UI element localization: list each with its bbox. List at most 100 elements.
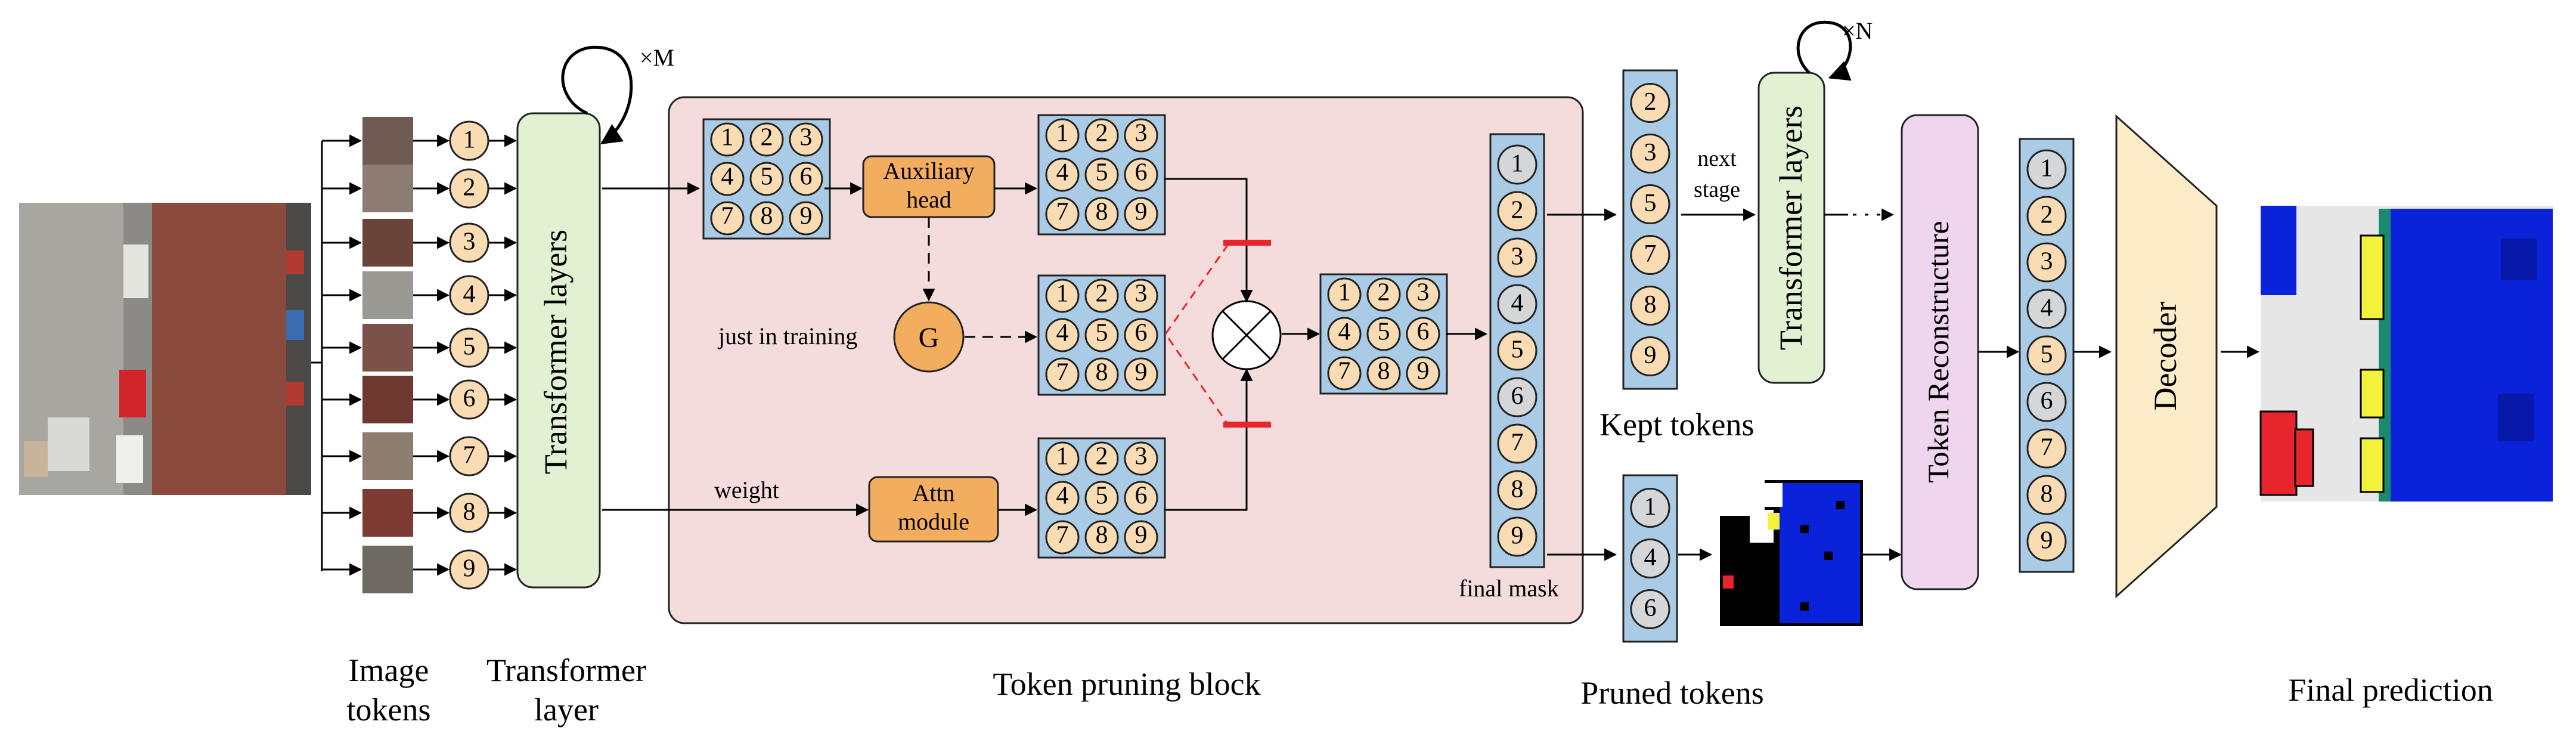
token-8: 8 [1084, 197, 1119, 231]
token-8: 8 [1366, 356, 1401, 391]
token-5: 5 [1084, 318, 1119, 352]
token-label: 4 [1644, 544, 1657, 571]
split-arrows [311, 141, 323, 571]
token-9: 9 [1497, 516, 1537, 557]
token-2: 2 [1366, 277, 1401, 312]
token-8: 8 [1630, 286, 1670, 326]
image-patch [362, 271, 413, 319]
final-prediction-label: Final prediction [2288, 672, 2493, 708]
token-9: 9 [789, 201, 823, 236]
token-3: 3 [2026, 242, 2067, 283]
image-tokens-label-2: tokens [347, 692, 431, 728]
token-label: 7 [1056, 359, 1069, 386]
token-label: 6 [1417, 318, 1430, 346]
pruned-mask-thumbnail [1720, 480, 1863, 626]
token-1: 1 [1045, 441, 1080, 476]
svg-text:Auxiliary: Auxiliary [883, 157, 974, 184]
token-label: 6 [463, 385, 476, 413]
token-label: 2 [1096, 280, 1108, 308]
token-8: 8 [1084, 520, 1119, 555]
kept-tokens-column: 2 3 5 7 8 9 [1622, 69, 1678, 390]
token-label: 3 [463, 228, 476, 256]
token-6: 6 [449, 379, 489, 420]
token-2: 2 [1084, 278, 1119, 313]
token-label: 5 [1511, 336, 1524, 364]
grid-arrows [824, 178, 1488, 516]
token-label: 4 [463, 281, 476, 308]
times-n-label: ×N [1842, 17, 1873, 44]
transformer-layer-label-1: Transformer [486, 652, 646, 688]
token-3: 3 [1406, 277, 1440, 312]
token-label: 8 [761, 203, 773, 230]
token-label: 6 [800, 163, 813, 191]
token-7: 7 [1045, 520, 1080, 555]
token-9: 9 [1124, 197, 1158, 231]
token-7: 7 [2026, 428, 2067, 469]
token-6: 6 [1124, 157, 1158, 192]
kept-tokens-label: Kept tokens [1599, 407, 1754, 442]
token-label: 7 [463, 442, 476, 469]
token-label: 4 [1511, 290, 1524, 317]
image-tokens-label-1: Image [349, 652, 429, 688]
svg-text:Attn: Attn [912, 479, 954, 506]
token-7: 7 [1497, 423, 1537, 464]
token-label: 3 [1644, 139, 1657, 166]
token-label: 6 [1511, 383, 1524, 410]
token-4: 4 [1045, 157, 1080, 192]
token-8: 8 [749, 201, 784, 236]
token-label: 1 [1511, 150, 1524, 178]
token-3: 3 [449, 222, 489, 263]
token-label: 5 [2041, 341, 2053, 369]
red-mask-bars [1223, 240, 1271, 428]
token-3: 3 [789, 122, 823, 157]
token-label: 2 [1644, 88, 1657, 116]
token-3: 3 [1124, 441, 1158, 476]
token-8: 8 [1084, 357, 1119, 392]
token-label: 1 [1644, 493, 1657, 521]
token-1: 1 [1630, 488, 1670, 528]
token-label: 8 [1096, 359, 1108, 386]
token-label: 1 [463, 126, 476, 154]
token-9: 9 [1630, 336, 1670, 376]
token-label: 9 [1644, 342, 1657, 369]
auxiliary-head: Auxiliary head [862, 155, 996, 218]
token-4: 4 [1045, 481, 1080, 515]
token-label: 1 [1056, 120, 1069, 147]
token-label: 4 [1056, 159, 1069, 187]
weight-label: weight [714, 476, 779, 503]
token-7: 7 [1327, 356, 1362, 391]
token-5: 5 [1497, 330, 1537, 371]
token-label: 2 [463, 174, 476, 202]
token-label: 9 [1417, 358, 1430, 385]
token-label: 8 [1511, 476, 1524, 503]
token-2: 2 [1084, 118, 1119, 153]
token-label: 3 [1417, 279, 1430, 307]
token-4: 4 [1497, 284, 1537, 324]
image-patch [362, 432, 413, 480]
token-label: 5 [1096, 320, 1108, 347]
token-label: 5 [761, 163, 773, 191]
token-9: 9 [1124, 520, 1158, 555]
svg-text:Transformer layers: Transformer layers [1773, 106, 1809, 350]
token-label: 1 [1338, 279, 1351, 307]
token-label: 7 [1644, 240, 1657, 268]
token-label: 1 [2041, 155, 2053, 182]
token-label: 3 [1135, 120, 1148, 147]
input-image [19, 203, 311, 495]
token-6: 6 [1124, 481, 1158, 515]
just-in-training-label: just in training [717, 323, 857, 349]
image-patch [362, 376, 413, 423]
token-label: 2 [1096, 443, 1108, 471]
token-label: 8 [1378, 358, 1390, 385]
token-5: 5 [1366, 317, 1401, 351]
attn-module: Attn module [868, 476, 999, 543]
token-6: 6 [1630, 589, 1670, 629]
token-8: 8 [449, 493, 489, 533]
token-label: 8 [1644, 291, 1657, 318]
token-label: 5 [1644, 190, 1657, 217]
token-5: 5 [1084, 157, 1119, 192]
token-label: 7 [721, 203, 734, 230]
